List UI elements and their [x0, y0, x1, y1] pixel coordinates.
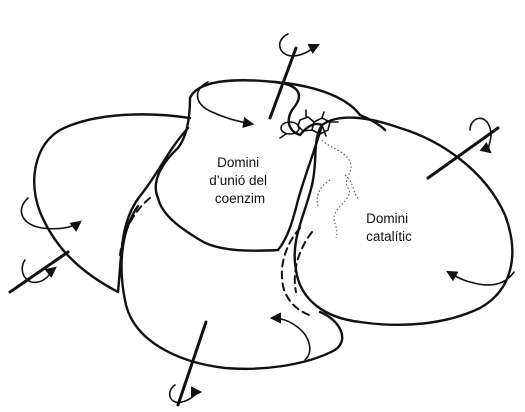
coenzyme-domain-label-line-2: d’unió del: [209, 173, 267, 188]
rotation-axis-left: [10, 252, 68, 292]
rotation-axis-top: [270, 34, 318, 118]
left-domain-lobe: [34, 114, 190, 292]
catalytic-domain-label: Domini catalític: [366, 211, 412, 244]
hidden-interface-right-inner: [295, 232, 312, 292]
coenzyme-domain-label: Domini d’unió del coenzim: [209, 155, 271, 206]
coenzyme-domain-label-line-3: coenzim: [215, 191, 265, 206]
catalytic-domain-label-line-2: catalític: [366, 229, 412, 244]
motion-arrow-top: [197, 82, 252, 124]
motion-arrow-left: [21, 198, 80, 229]
substrate-chain: [317, 140, 360, 238]
coenzyme-domain-label-line-1: Domini: [217, 155, 259, 170]
catalytic-domain-label-line-1: Domini: [366, 211, 408, 226]
curved-arrow-icon: [280, 34, 318, 56]
motion-arrow-bottom: [272, 318, 310, 360]
rotation-axis-right: [428, 118, 498, 178]
